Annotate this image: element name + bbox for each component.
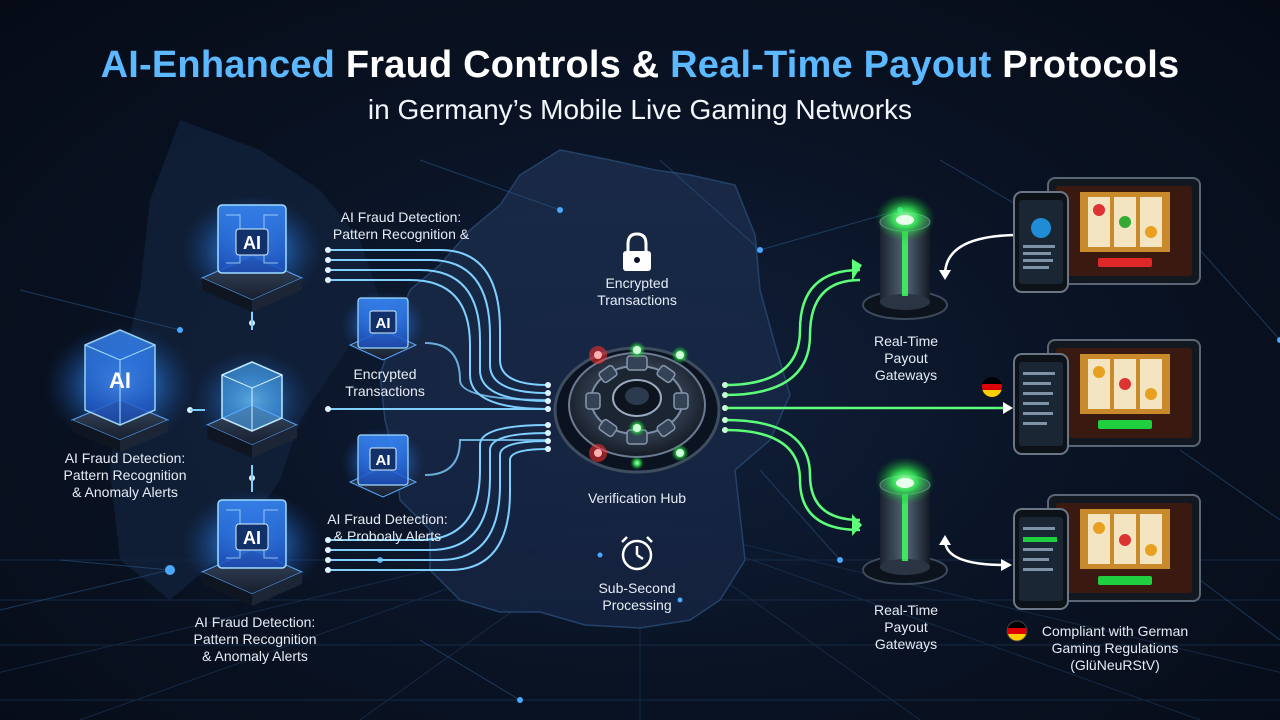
verification-hub — [553, 341, 721, 474]
label-line: Gateways — [874, 636, 938, 652]
data-cube-center — [192, 350, 312, 458]
label-payout-gateways-top: Real-Time Payout Gateways — [846, 333, 966, 384]
chip-label: AI — [243, 233, 261, 253]
line-endpoints-right — [722, 382, 728, 433]
label-line: Encrypted — [605, 275, 669, 291]
chip-label: AI — [376, 315, 391, 332]
payout-gateway-top — [862, 194, 948, 320]
ai-chip-bottom — [182, 490, 322, 606]
mobile-device-middle — [1013, 339, 1201, 455]
germany-flag-icon — [982, 377, 1002, 397]
label-fraud-detection-top: AI Fraud Detection: Pattern Recognition … — [318, 209, 484, 243]
label-line: Payout — [884, 350, 928, 366]
label-sub-second-processing: Sub-Second Processing — [577, 580, 697, 614]
page-title: AI-Enhanced Fraud Controls & Real-Time P… — [0, 44, 1280, 87]
label-line: Payout — [884, 619, 928, 635]
label-line: Gateways — [874, 367, 938, 383]
label-line: Processing — [602, 597, 672, 613]
ai-chip-top — [182, 195, 322, 312]
label-line: AI Fraud Detection: — [194, 614, 316, 630]
ai-chip-small-upper — [341, 291, 425, 361]
label-fraud-detection-mid-low: AI Fraud Detection: & Proboaly Alerts — [315, 511, 460, 545]
label-line: Compliant with German — [1041, 623, 1189, 639]
label-line: Pattern Recognition — [193, 631, 317, 647]
label-line: AI Fraud Detection: — [64, 450, 186, 466]
label-line: Transactions — [597, 292, 677, 308]
page-subtitle: in Germany’s Mobile Live Gaming Networks — [367, 94, 913, 125]
chip-label: AI — [243, 528, 261, 548]
label-line: Pattern Recognition — [63, 467, 187, 483]
label-encrypted-transactions-mid: Encrypted Transactions — [325, 366, 445, 400]
label-line: Real-Time — [873, 333, 939, 349]
label-line: (GlüNeuRStV) — [1070, 657, 1160, 673]
title-part-protocols: Protocols — [1002, 44, 1180, 86]
label-line: Gaming Regulations — [1051, 640, 1179, 656]
title-part-fraud-controls: Fraud Controls & — [345, 44, 660, 86]
chip-label: AI — [376, 452, 391, 469]
label-line: AI Fraud Detection: — [327, 511, 448, 527]
payout-lines — [724, 268, 1010, 532]
payout-arrowheads — [852, 259, 1013, 536]
label-fraud-detection-left: AI Fraud Detection: Pattern Recognition … — [50, 450, 200, 501]
label-line: Encrypted — [353, 366, 417, 382]
label-verification-hub: Verification Hub — [587, 490, 687, 506]
label-payout-gateways-bottom: Real-Time Payout Gateways — [846, 602, 966, 653]
label-line: AI Fraud Detection: — [340, 209, 462, 225]
fraud-data-lines — [328, 249, 549, 571]
label-line: & Anomaly Alerts — [72, 484, 178, 500]
stopwatch-icon — [621, 536, 653, 571]
label-fraud-detection-bottom: AI Fraud Detection: Pattern Recognition … — [180, 614, 330, 665]
label-line: Real-Time — [873, 602, 939, 618]
ai-cube-left — [45, 325, 195, 452]
mobile-device-bottom — [1013, 494, 1201, 610]
label-line: & Anomaly Alerts — [202, 648, 308, 664]
germany-flag-icon — [1006, 620, 1028, 642]
chip-label: AI — [109, 368, 131, 393]
title-part-ai-enhanced: AI-Enhanced — [100, 44, 336, 86]
label-line: Pattern Recognition & — [332, 226, 470, 242]
payout-gateway-bottom — [862, 457, 948, 585]
mobile-device-top — [1013, 177, 1201, 293]
label-line: Transactions — [345, 383, 425, 399]
padlock-icon — [623, 232, 651, 271]
label-line: & Proboaly Alerts — [333, 528, 442, 544]
label-encrypted-transactions-top: Encrypted Transactions — [577, 275, 697, 309]
ai-chip-small-lower — [341, 428, 425, 498]
label-compliance: Compliant with German Gaming Regulations… — [1030, 623, 1200, 674]
label-line: Sub-Second — [598, 580, 676, 596]
title-part-real-time-payout: Real-Time Payout — [670, 44, 992, 86]
hub-status-lights — [589, 341, 689, 470]
